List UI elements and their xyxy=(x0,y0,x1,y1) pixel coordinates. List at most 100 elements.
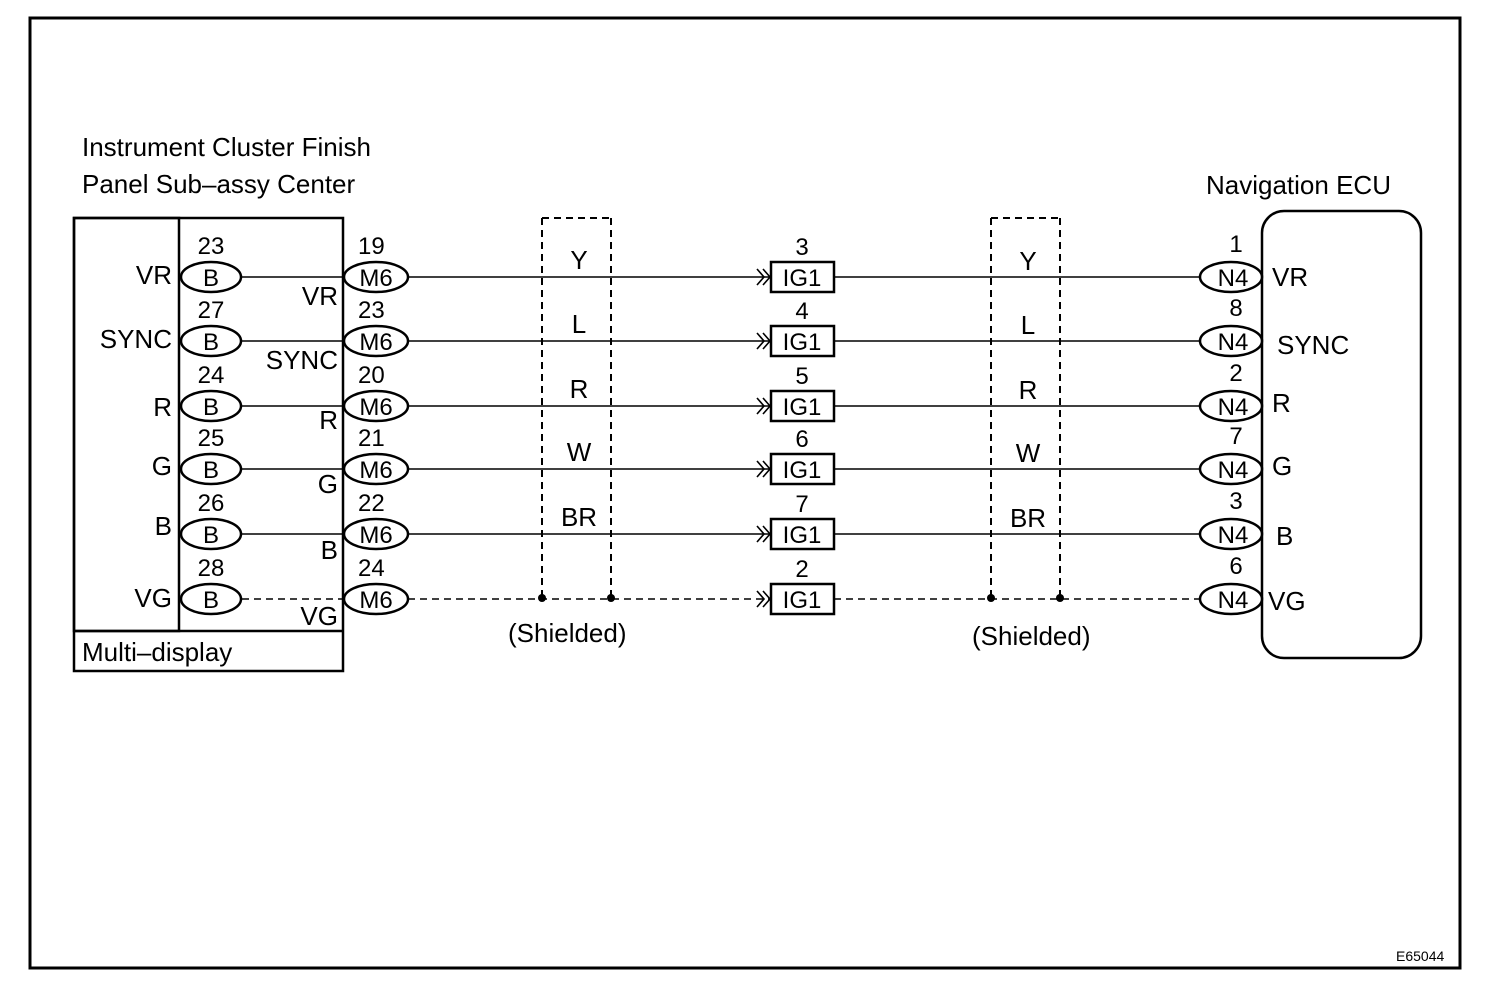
connector-b-code: B xyxy=(203,265,219,292)
connector-ig1-code: IG1 xyxy=(783,265,822,292)
connector-n4-pin: 7 xyxy=(1229,423,1242,450)
connector-m6 xyxy=(342,452,410,486)
shield-right-label: (Shielded) xyxy=(972,621,1091,651)
connector-n4 xyxy=(1198,582,1264,616)
multi-display-terminal: R xyxy=(153,392,172,422)
connector-m6-code: M6 xyxy=(359,394,392,421)
connector-b-code: B xyxy=(203,522,219,549)
connector-n4-pin: 3 xyxy=(1229,488,1242,515)
cluster-terminal: SYNC xyxy=(266,345,338,375)
navigation-ecu-title: Navigation ECU xyxy=(1206,170,1391,200)
cluster-terminal: VR xyxy=(302,281,338,311)
connector-b xyxy=(179,582,243,616)
connector-b-pin: 24 xyxy=(198,362,225,389)
connector-m6 xyxy=(342,324,410,358)
ecu-terminal: VR xyxy=(1272,262,1308,292)
figure-id: E65044 xyxy=(1396,948,1444,964)
left-component-title-line2: Panel Sub–assy Center xyxy=(82,169,356,199)
connector-m6-pin: 19 xyxy=(358,233,385,260)
ecu-terminal: B xyxy=(1276,521,1293,551)
connector-n4-pin: 8 xyxy=(1229,295,1242,322)
connector-ig1 xyxy=(769,452,836,486)
connector-ig1-pin: 5 xyxy=(795,363,808,390)
connector-n4 xyxy=(1198,517,1264,551)
connector-m6-pin: 23 xyxy=(358,297,385,324)
connector-n4 xyxy=(1198,324,1264,358)
connector-ig1-pin: 4 xyxy=(795,298,808,325)
ecu-terminal: G xyxy=(1272,451,1292,481)
connector-b-code: B xyxy=(203,329,219,356)
connector-m6-pin: 22 xyxy=(358,490,385,517)
connector-ig1 xyxy=(769,582,836,616)
ecu-terminal: R xyxy=(1272,388,1291,418)
connector-b xyxy=(179,389,243,423)
left-component-title-line1: Instrument Cluster Finish xyxy=(82,132,371,162)
cluster-terminal: VG xyxy=(300,601,338,631)
connector-ig1-code: IG1 xyxy=(783,587,822,614)
multi-display-label: Multi–display xyxy=(82,637,232,667)
shield-left xyxy=(538,217,615,602)
connector-b-pin: 27 xyxy=(198,297,225,324)
connector-m6 xyxy=(342,389,410,423)
wire-color-left: R xyxy=(570,374,589,404)
wire-color-left: BR xyxy=(561,502,597,532)
diagram-frame xyxy=(28,16,1462,970)
connector-b xyxy=(179,324,243,358)
connector-m6-code: M6 xyxy=(359,329,392,356)
connector-ig1-pin: 7 xyxy=(795,491,808,518)
connector-n4-pin: 2 xyxy=(1229,360,1242,387)
connector-m6-pin: 24 xyxy=(358,555,385,582)
connector-m6-code: M6 xyxy=(359,587,392,614)
cluster-terminal: G xyxy=(318,469,338,499)
connector-n4-code: N4 xyxy=(1218,457,1249,484)
connector-n4-code: N4 xyxy=(1218,329,1249,356)
wire-color-right: L xyxy=(1021,310,1035,340)
ecu-terminal: VG xyxy=(1268,586,1306,616)
wire-color-right: BR xyxy=(1010,503,1046,533)
connector-n4 xyxy=(1198,389,1264,423)
wire-color-right: R xyxy=(1019,375,1038,405)
wire-color-left: W xyxy=(567,437,592,467)
connector-ig1-code: IG1 xyxy=(783,394,822,421)
connector-n4-pin: 6 xyxy=(1229,553,1242,580)
connector-b xyxy=(179,452,243,486)
connector-m6-pin: 20 xyxy=(358,362,385,389)
connector-ig1 xyxy=(769,260,836,294)
connector-ig1 xyxy=(769,517,836,551)
connector-b-pin: 28 xyxy=(198,555,225,582)
connector-b-pin: 25 xyxy=(198,425,225,452)
shield-left-label: (Shielded) xyxy=(508,618,627,648)
wire-color-left: L xyxy=(572,309,586,339)
wire-color-left: Y xyxy=(570,245,587,275)
connector-n4 xyxy=(1198,260,1264,294)
ecu-terminal: SYNC xyxy=(1277,330,1349,360)
navigation-ecu-box xyxy=(1260,209,1423,660)
connector-b xyxy=(179,260,243,294)
connector-b-code: B xyxy=(203,394,219,421)
connector-ig1-pin: 6 xyxy=(795,426,808,453)
multi-display-terminal: B xyxy=(155,511,172,541)
connector-m6-code: M6 xyxy=(359,265,392,292)
connector-b xyxy=(179,517,243,551)
connector-ig1-code: IG1 xyxy=(783,522,822,549)
connector-ig1-code: IG1 xyxy=(783,329,822,356)
multi-display-terminal: G xyxy=(152,451,172,481)
connector-m6 xyxy=(342,517,410,551)
multi-display-terminal: VG xyxy=(134,583,172,613)
multi-display-terminal: VR xyxy=(136,260,172,290)
connector-ig1 xyxy=(769,324,836,358)
connector-n4 xyxy=(1198,452,1264,486)
wire-color-right: W xyxy=(1016,438,1041,468)
connector-ig1-pin: 2 xyxy=(795,556,808,583)
cluster-terminal: R xyxy=(319,405,338,435)
connector-n4-code: N4 xyxy=(1218,522,1249,549)
connector-n4-pin: 1 xyxy=(1229,231,1242,258)
connector-ig1-code: IG1 xyxy=(783,457,822,484)
